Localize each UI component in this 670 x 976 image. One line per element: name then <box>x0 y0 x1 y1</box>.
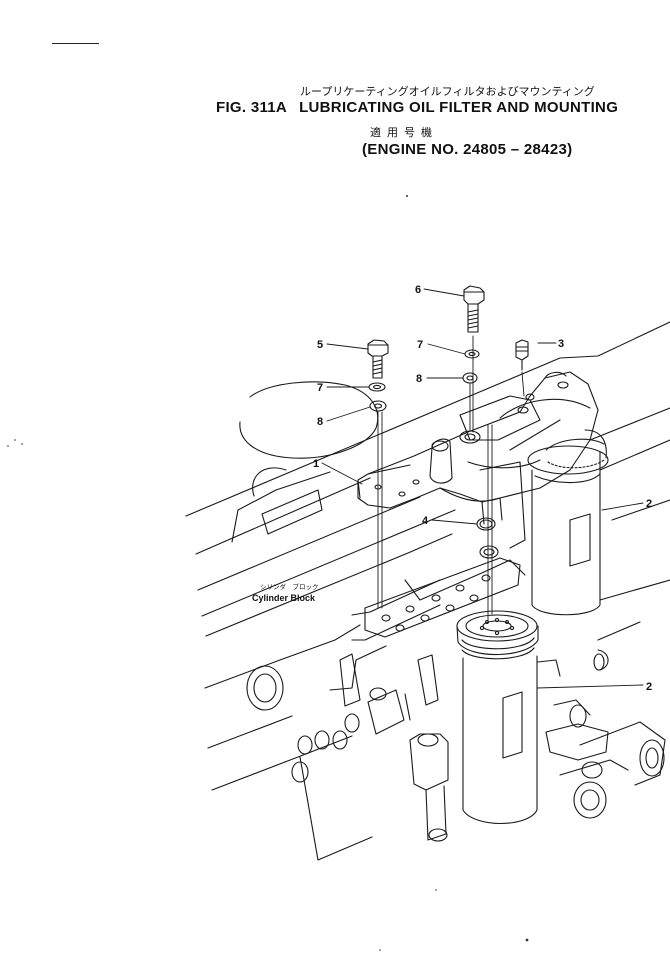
scan-specks <box>7 195 529 951</box>
washer-8-left <box>369 400 387 412</box>
applicable-label-japanese: 適用号機 <box>370 126 438 139</box>
cylinder-block-caption-jp: シリンダ ブロック <box>260 582 319 591</box>
title-japanese: ループリケーティングオイルフィルタおよびマウンティング <box>300 85 595 98</box>
washer-8-right <box>462 372 478 384</box>
leader-lines <box>321 288 644 689</box>
callout-7-right: 7 <box>417 339 423 351</box>
mounting-flange <box>364 545 521 638</box>
callout-5: 5 <box>317 339 323 351</box>
callout-1: 1 <box>313 458 319 470</box>
plug-3 <box>515 339 529 371</box>
cylinder-block <box>185 321 670 861</box>
figure-number: FIG. 311A <box>216 99 288 116</box>
filter-cartridge-installed <box>527 429 609 616</box>
bolt-6 <box>463 285 485 333</box>
figure-title: FIG. 311A LUBRICATING OIL FILTER AND MOUN… <box>216 99 666 116</box>
callout-labels: 6 5 7 8 7 8 3 1 4 2 2 シリンダ ブロック Cylinder… <box>252 284 652 693</box>
callout-8-left: 8 <box>317 416 323 428</box>
cylinder-block-caption: Cylinder Block <box>252 593 316 603</box>
callout-4: 4 <box>422 515 429 527</box>
callout-8-right: 8 <box>416 373 422 385</box>
bolt-5 <box>367 339 389 379</box>
callout-2-lower: 2 <box>646 681 652 693</box>
callout-3: 3 <box>558 338 564 350</box>
figure-title-text: LUBRICATING OIL FILTER AND MOUNTING <box>299 99 619 116</box>
filter-mounting-bracket <box>357 371 599 525</box>
lock-washer-7-right <box>464 349 480 359</box>
callout-7-left: 7 <box>317 382 323 394</box>
header-rule <box>52 43 99 44</box>
lock-washer-7-left <box>368 382 386 392</box>
filter-cartridge-exploded <box>456 610 539 825</box>
callout-6: 6 <box>415 284 421 296</box>
assembly-center-lines <box>377 335 525 621</box>
engine-range: (ENGINE NO. 24805 – 28423) <box>362 141 573 158</box>
callout-2-upper: 2 <box>646 498 652 510</box>
